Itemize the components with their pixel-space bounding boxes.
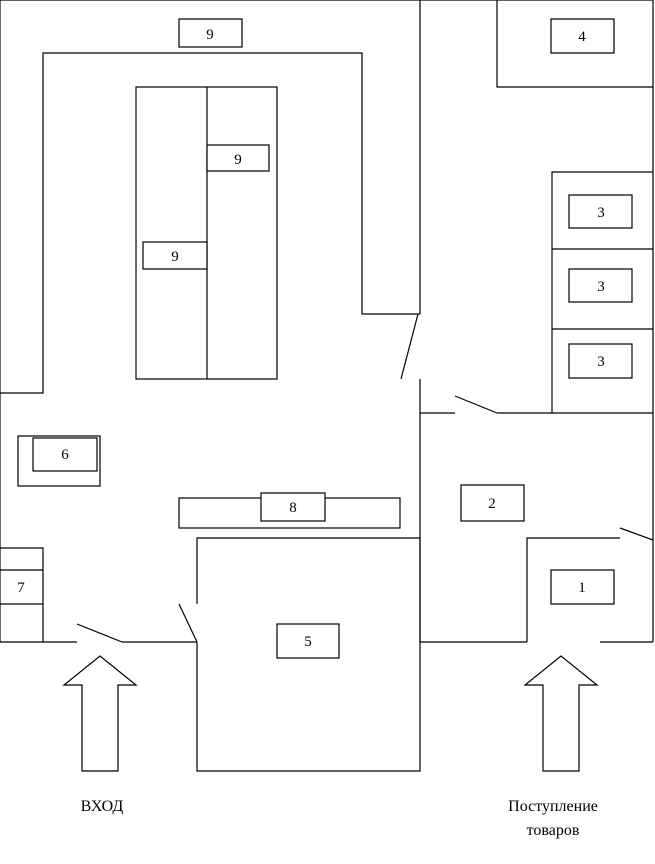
label-area-2: 2	[488, 496, 496, 512]
label-rack-left: 9	[171, 249, 179, 265]
outer-walls	[0, 0, 654, 643]
area-1-walls	[526, 537, 620, 642]
label-box-store-4	[550, 18, 615, 54]
label-box-rack-left	[142, 241, 208, 270]
central-rack	[135, 86, 278, 380]
door-entrance	[76, 623, 123, 643]
label-room-5: 5	[304, 634, 312, 650]
door-room-5	[178, 603, 198, 643]
label-box-rack-right	[206, 144, 270, 172]
delivery-arrow	[523, 655, 599, 772]
partition-walls	[419, 0, 653, 642]
label-upper-corridor: 9	[206, 27, 214, 43]
label-desk-6: 6	[61, 447, 69, 463]
label-box-store-3-mid	[568, 268, 633, 303]
label-cabinet-7: 7	[17, 580, 25, 596]
label-box-upper-corridor	[178, 18, 243, 48]
label-store-3-bottom: 3	[597, 354, 605, 370]
label-box-area-1	[550, 569, 615, 605]
door-right-zone	[454, 395, 498, 414]
label-counter-8: 8	[289, 500, 297, 516]
label-area-1: 1	[578, 580, 586, 596]
doors	[76, 313, 654, 643]
label-store-3-top: 3	[597, 205, 605, 221]
entrance-arrow	[62, 655, 138, 772]
door-area-1	[619, 527, 654, 541]
label-box-area-2	[460, 484, 525, 522]
store-4-walls	[496, 0, 653, 88]
door-corridor	[400, 313, 419, 380]
label-store-4: 4	[578, 29, 586, 45]
corridor-wall	[0, 52, 420, 394]
label-rack-right: 9	[234, 152, 242, 168]
cabinet-7	[0, 547, 44, 642]
label-store-3-mid: 3	[597, 279, 605, 295]
entrance-caption: ВХОД	[80, 798, 124, 815]
delivery-caption-line1: Поступление	[508, 798, 598, 815]
label-box-store-3-bottom	[568, 343, 633, 379]
room-5-walls	[196, 537, 421, 772]
desk-6	[17, 435, 101, 487]
label-box-store-3-top	[568, 194, 633, 229]
counter-8	[178, 492, 401, 529]
store-3-walls	[551, 171, 653, 413]
delivery-caption-line2: товаров	[526, 822, 580, 839]
label-box-room-5	[276, 623, 340, 659]
